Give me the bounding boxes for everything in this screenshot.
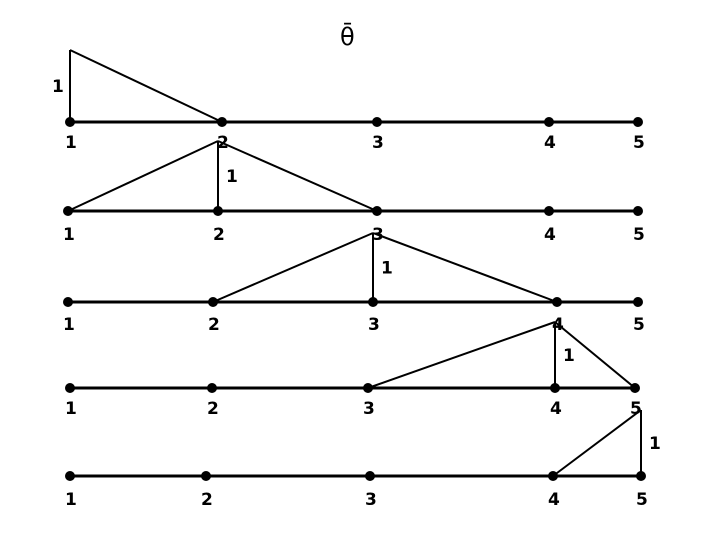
node-dot <box>548 471 558 481</box>
node-label: 5 <box>630 399 642 419</box>
node-label: 1 <box>63 315 75 335</box>
node-label: 5 <box>633 225 645 245</box>
right-slope <box>69 49 223 123</box>
node-dot <box>217 117 227 127</box>
node-dot <box>633 117 643 127</box>
node-label: 4 <box>550 399 562 419</box>
node-label: 3 <box>365 490 377 510</box>
node-label: 4 <box>544 225 556 245</box>
node-label: 1 <box>65 133 77 153</box>
node-label: 1 <box>63 225 75 245</box>
height-label: 1 <box>649 434 661 454</box>
node-dot <box>372 206 382 216</box>
node-label: 3 <box>372 133 384 153</box>
node-dot <box>63 206 73 216</box>
node-label: 2 <box>208 315 220 335</box>
height-label: 1 <box>381 259 393 279</box>
left-slope <box>367 321 556 389</box>
node-label: 4 <box>544 133 556 153</box>
node-dot <box>213 206 223 216</box>
node-dot <box>544 206 554 216</box>
node-label: 2 <box>201 490 213 510</box>
node-label: 2 <box>207 399 219 419</box>
node-dot <box>365 471 375 481</box>
node-label: 4 <box>548 490 560 510</box>
node-dot <box>552 297 562 307</box>
node-label: 5 <box>633 133 645 153</box>
node-dot <box>207 383 217 393</box>
node-dot <box>550 383 560 393</box>
right-slope <box>372 232 558 303</box>
diagram-title: θ̄ <box>340 22 355 51</box>
right-slope <box>217 140 378 212</box>
right-slope <box>554 321 636 389</box>
node-dot <box>65 117 75 127</box>
node-dot <box>363 383 373 393</box>
height-label: 1 <box>563 346 575 366</box>
node-label: 1 <box>65 399 77 419</box>
node-label: 3 <box>368 315 380 335</box>
node-dot <box>63 297 73 307</box>
node-label: 5 <box>636 490 648 510</box>
node-dot <box>372 117 382 127</box>
node-dot <box>201 471 211 481</box>
node-dot <box>630 383 640 393</box>
height-label: 1 <box>52 77 64 97</box>
node-label: 5 <box>633 315 645 335</box>
height-label: 1 <box>226 167 238 187</box>
left-slope <box>552 409 642 477</box>
node-dot <box>544 117 554 127</box>
node-label: 2 <box>213 225 225 245</box>
node-dot <box>368 297 378 307</box>
node-dot <box>65 471 75 481</box>
node-dot <box>633 297 643 307</box>
node-dot <box>636 471 646 481</box>
left-slope <box>67 140 219 212</box>
node-label: 3 <box>363 399 375 419</box>
left-slope <box>212 232 374 303</box>
node-label: 1 <box>65 490 77 510</box>
node-dot <box>208 297 218 307</box>
node-dot <box>65 383 75 393</box>
node-dot <box>633 206 643 216</box>
